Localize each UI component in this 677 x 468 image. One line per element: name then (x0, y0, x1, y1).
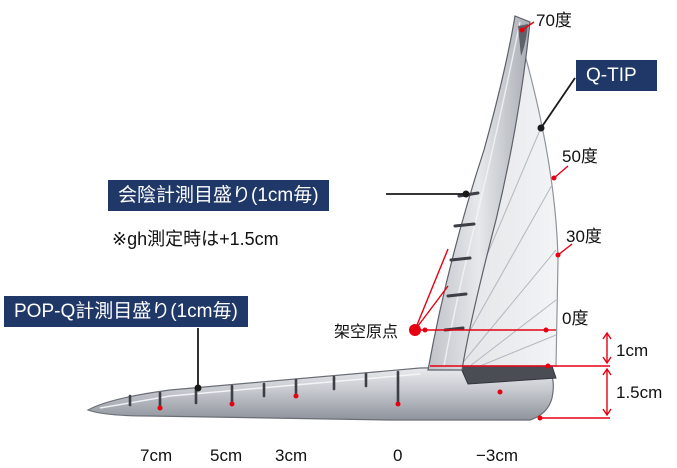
x-5cm-label: 5cm (210, 446, 243, 465)
height-1cm-label: 1cm (616, 341, 649, 360)
pop-q-scale-ticks (128, 370, 400, 408)
pop-q-scale-tag: POP-Q計測目盛り(1cm毎) (4, 296, 248, 327)
perineal-scale-tag: 会陰計測目盛り(1cm毎) (108, 180, 329, 211)
horizontal-arm (86, 365, 554, 421)
origin-label: 架空原点 (334, 324, 399, 341)
red-markers (157, 27, 561, 421)
x-3cm-label: 3cm (275, 446, 308, 465)
angle-30-label: 30度 (566, 227, 602, 246)
angle-70-label: 70度 (536, 11, 572, 30)
q-tip-tag: Q-TIP (576, 60, 657, 91)
x-neg3cm-label: −3cm (476, 446, 519, 465)
angle-50-label: 50度 (562, 147, 598, 166)
gh-note: ※gh測定時は+1.5cm (112, 229, 279, 249)
x-0-label: 0 (393, 446, 403, 465)
dimension-arrows (602, 331, 612, 417)
x-7cm-label: 7cm (140, 446, 173, 465)
q-tip-leader (540, 77, 576, 129)
angle-0-label: 0度 (562, 309, 589, 328)
height-1-5cm-label: 1.5cm (616, 383, 663, 402)
